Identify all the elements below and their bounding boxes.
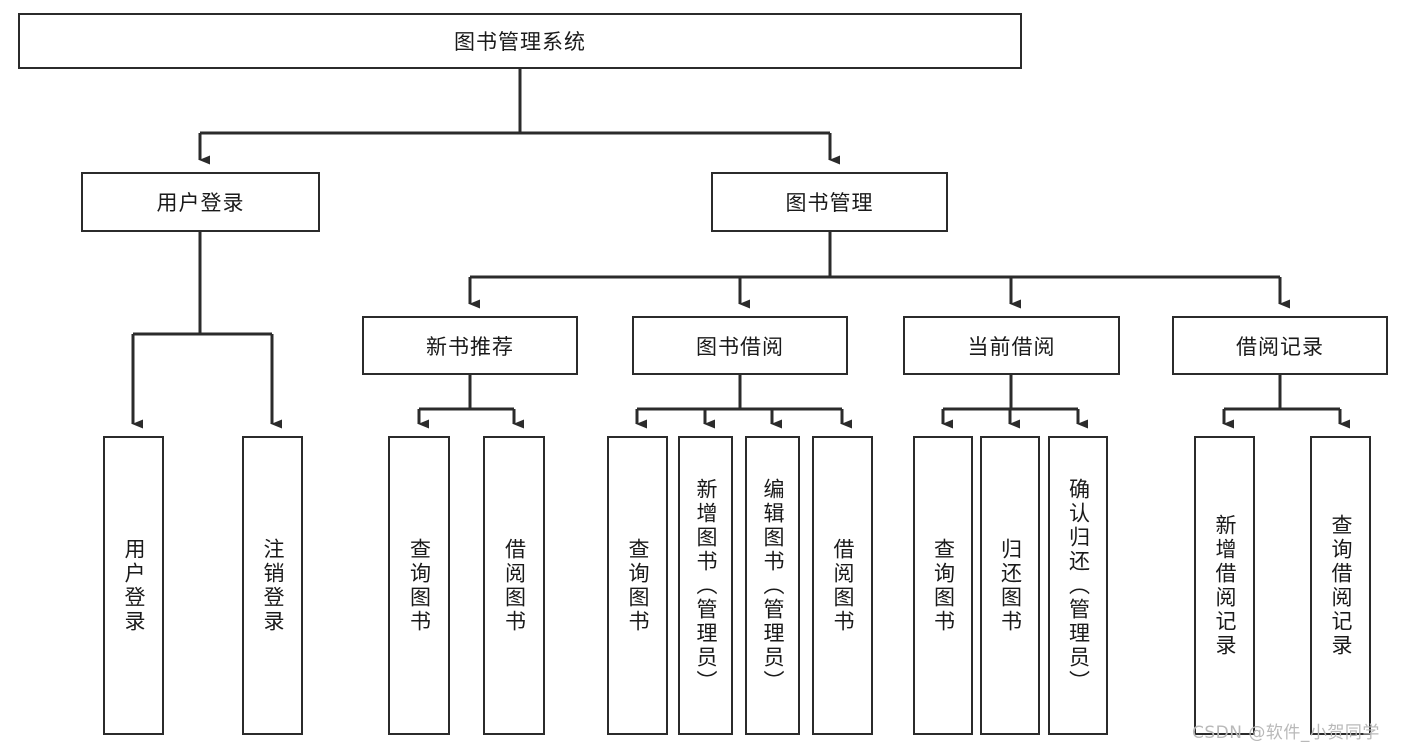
node-leaf-query-record[interactable]: 查询借阅记录 (1310, 436, 1371, 735)
node-current-borrow[interactable]: 当前借阅 (903, 316, 1120, 375)
node-borrow-record[interactable]: 借阅记录 (1172, 316, 1388, 375)
node-leaf-query-book-2[interactable]: 查询图书 (607, 436, 668, 735)
node-label: 借阅记录 (1236, 334, 1324, 359)
node-user-login[interactable]: 用户登录 (81, 172, 320, 232)
node-label: 图书借阅 (696, 334, 784, 359)
node-label: 编辑图书（管理员） (761, 477, 785, 694)
node-label: 查询图书 (931, 537, 956, 634)
node-label: 注销登录 (261, 537, 285, 634)
csdn-watermark: CSDN @软件_小贺同学 (1192, 723, 1380, 743)
node-label: 图书管理 (785, 191, 874, 215)
node-label: 归还图书 (998, 537, 1023, 634)
node-leaf-confirm-return[interactable]: 确认归还（管理员） (1048, 436, 1108, 735)
node-book-manage[interactable]: 图书管理 (711, 172, 948, 232)
node-label: 查询借阅记录 (1329, 513, 1353, 658)
node-leaf-query-book-3[interactable]: 查询图书 (913, 436, 973, 735)
node-label: 借阅图书 (831, 537, 855, 634)
node-label: 查询图书 (407, 537, 432, 634)
node-leaf-logout[interactable]: 注销登录 (242, 436, 303, 735)
node-new-book-recommend[interactable]: 新书推荐 (362, 316, 578, 375)
node-root-system[interactable]: 图书管理系统 (18, 13, 1022, 69)
node-leaf-edit-book[interactable]: 编辑图书（管理员） (745, 436, 800, 735)
node-book-borrow[interactable]: 图书借阅 (632, 316, 848, 375)
node-label: 借阅图书 (502, 537, 527, 634)
node-leaf-borrow-book-2[interactable]: 借阅图书 (812, 436, 873, 735)
node-label: 用户登录 (122, 537, 146, 634)
node-leaf-return-book[interactable]: 归还图书 (980, 436, 1040, 735)
node-leaf-query-book-1[interactable]: 查询图书 (388, 436, 450, 735)
node-label: 用户登录 (156, 191, 245, 215)
node-label: 新增图书（管理员） (694, 477, 718, 694)
node-label: 新增借阅记录 (1213, 513, 1237, 658)
node-leaf-add-book[interactable]: 新增图书（管理员） (678, 436, 733, 735)
node-label: 新书推荐 (426, 334, 514, 359)
node-label: 确认归还（管理员） (1066, 477, 1091, 694)
node-leaf-borrow-book-1[interactable]: 借阅图书 (483, 436, 545, 735)
node-label: 查询图书 (626, 537, 650, 634)
node-label: 图书管理系统 (454, 30, 586, 54)
node-leaf-user-login[interactable]: 用户登录 (103, 436, 164, 735)
node-leaf-add-record[interactable]: 新增借阅记录 (1194, 436, 1255, 735)
node-label: 当前借阅 (967, 334, 1056, 359)
